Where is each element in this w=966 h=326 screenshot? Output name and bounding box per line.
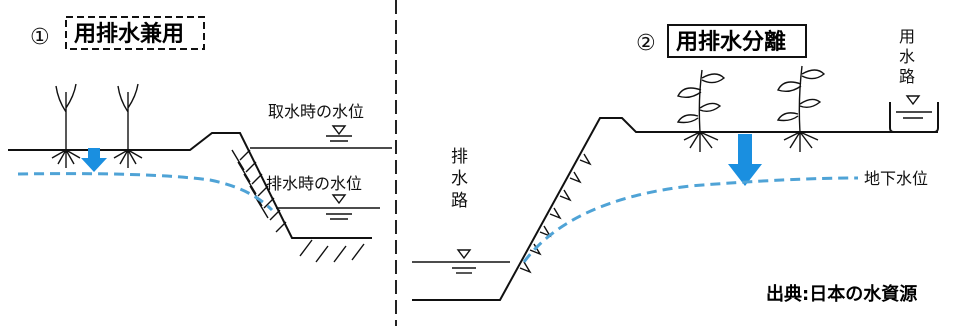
source-credit: 出典:日本の水資源 [766, 283, 917, 305]
svg-text:路: 路 [899, 67, 915, 86]
slope-revetment [519, 153, 592, 274]
panel-2-water-table [522, 176, 859, 263]
supply-channel [889, 95, 939, 133]
panel-1-number: ① [30, 25, 50, 50]
svg-text:水: 水 [899, 47, 915, 66]
panel-1-water-table [17, 172, 274, 212]
svg-text:用: 用 [899, 27, 915, 46]
svg-text:水: 水 [451, 169, 468, 189]
panel-1-plant-2 [113, 83, 143, 168]
panel-1-down-arrow [81, 148, 107, 172]
panel-2-title: 用排水分離 [676, 29, 786, 55]
panel-1-title: 用排水兼用 [74, 21, 184, 47]
drain-channel-label: 排 水 路 [451, 147, 468, 211]
panel-1-title-box [65, 16, 205, 50]
intake-level-label: 取水時の水位 [268, 102, 364, 121]
panel-2-plant-1 [676, 69, 726, 152]
svg-text:路: 路 [451, 191, 468, 211]
drain-channel-water [412, 249, 510, 274]
panel-2-plant-2 [776, 65, 826, 152]
panel-1-ground [8, 132, 372, 239]
intake-level-marker [250, 125, 392, 149]
panel-2-down-arrow [728, 134, 762, 186]
drain-level-marker [276, 194, 380, 220]
panel-2-number: ② [636, 31, 656, 56]
drain-level-label: 排水時の水位 [266, 174, 362, 193]
panel-1-plant-1 [51, 83, 81, 168]
panel-2: ② 用排水分離 排 水 路 用 水 路 [412, 24, 939, 301]
panel-1: ① 用排水兼用 取水時の水位 [8, 16, 392, 263]
svg-text:排: 排 [451, 147, 468, 167]
panel-1-bank-hatching [231, 149, 365, 263]
supply-channel-label: 用 水 路 [899, 27, 915, 86]
panel-2-ground [412, 117, 938, 301]
panel-2-title-box [667, 24, 807, 58]
groundwater-label: 地下水位 [864, 169, 928, 188]
